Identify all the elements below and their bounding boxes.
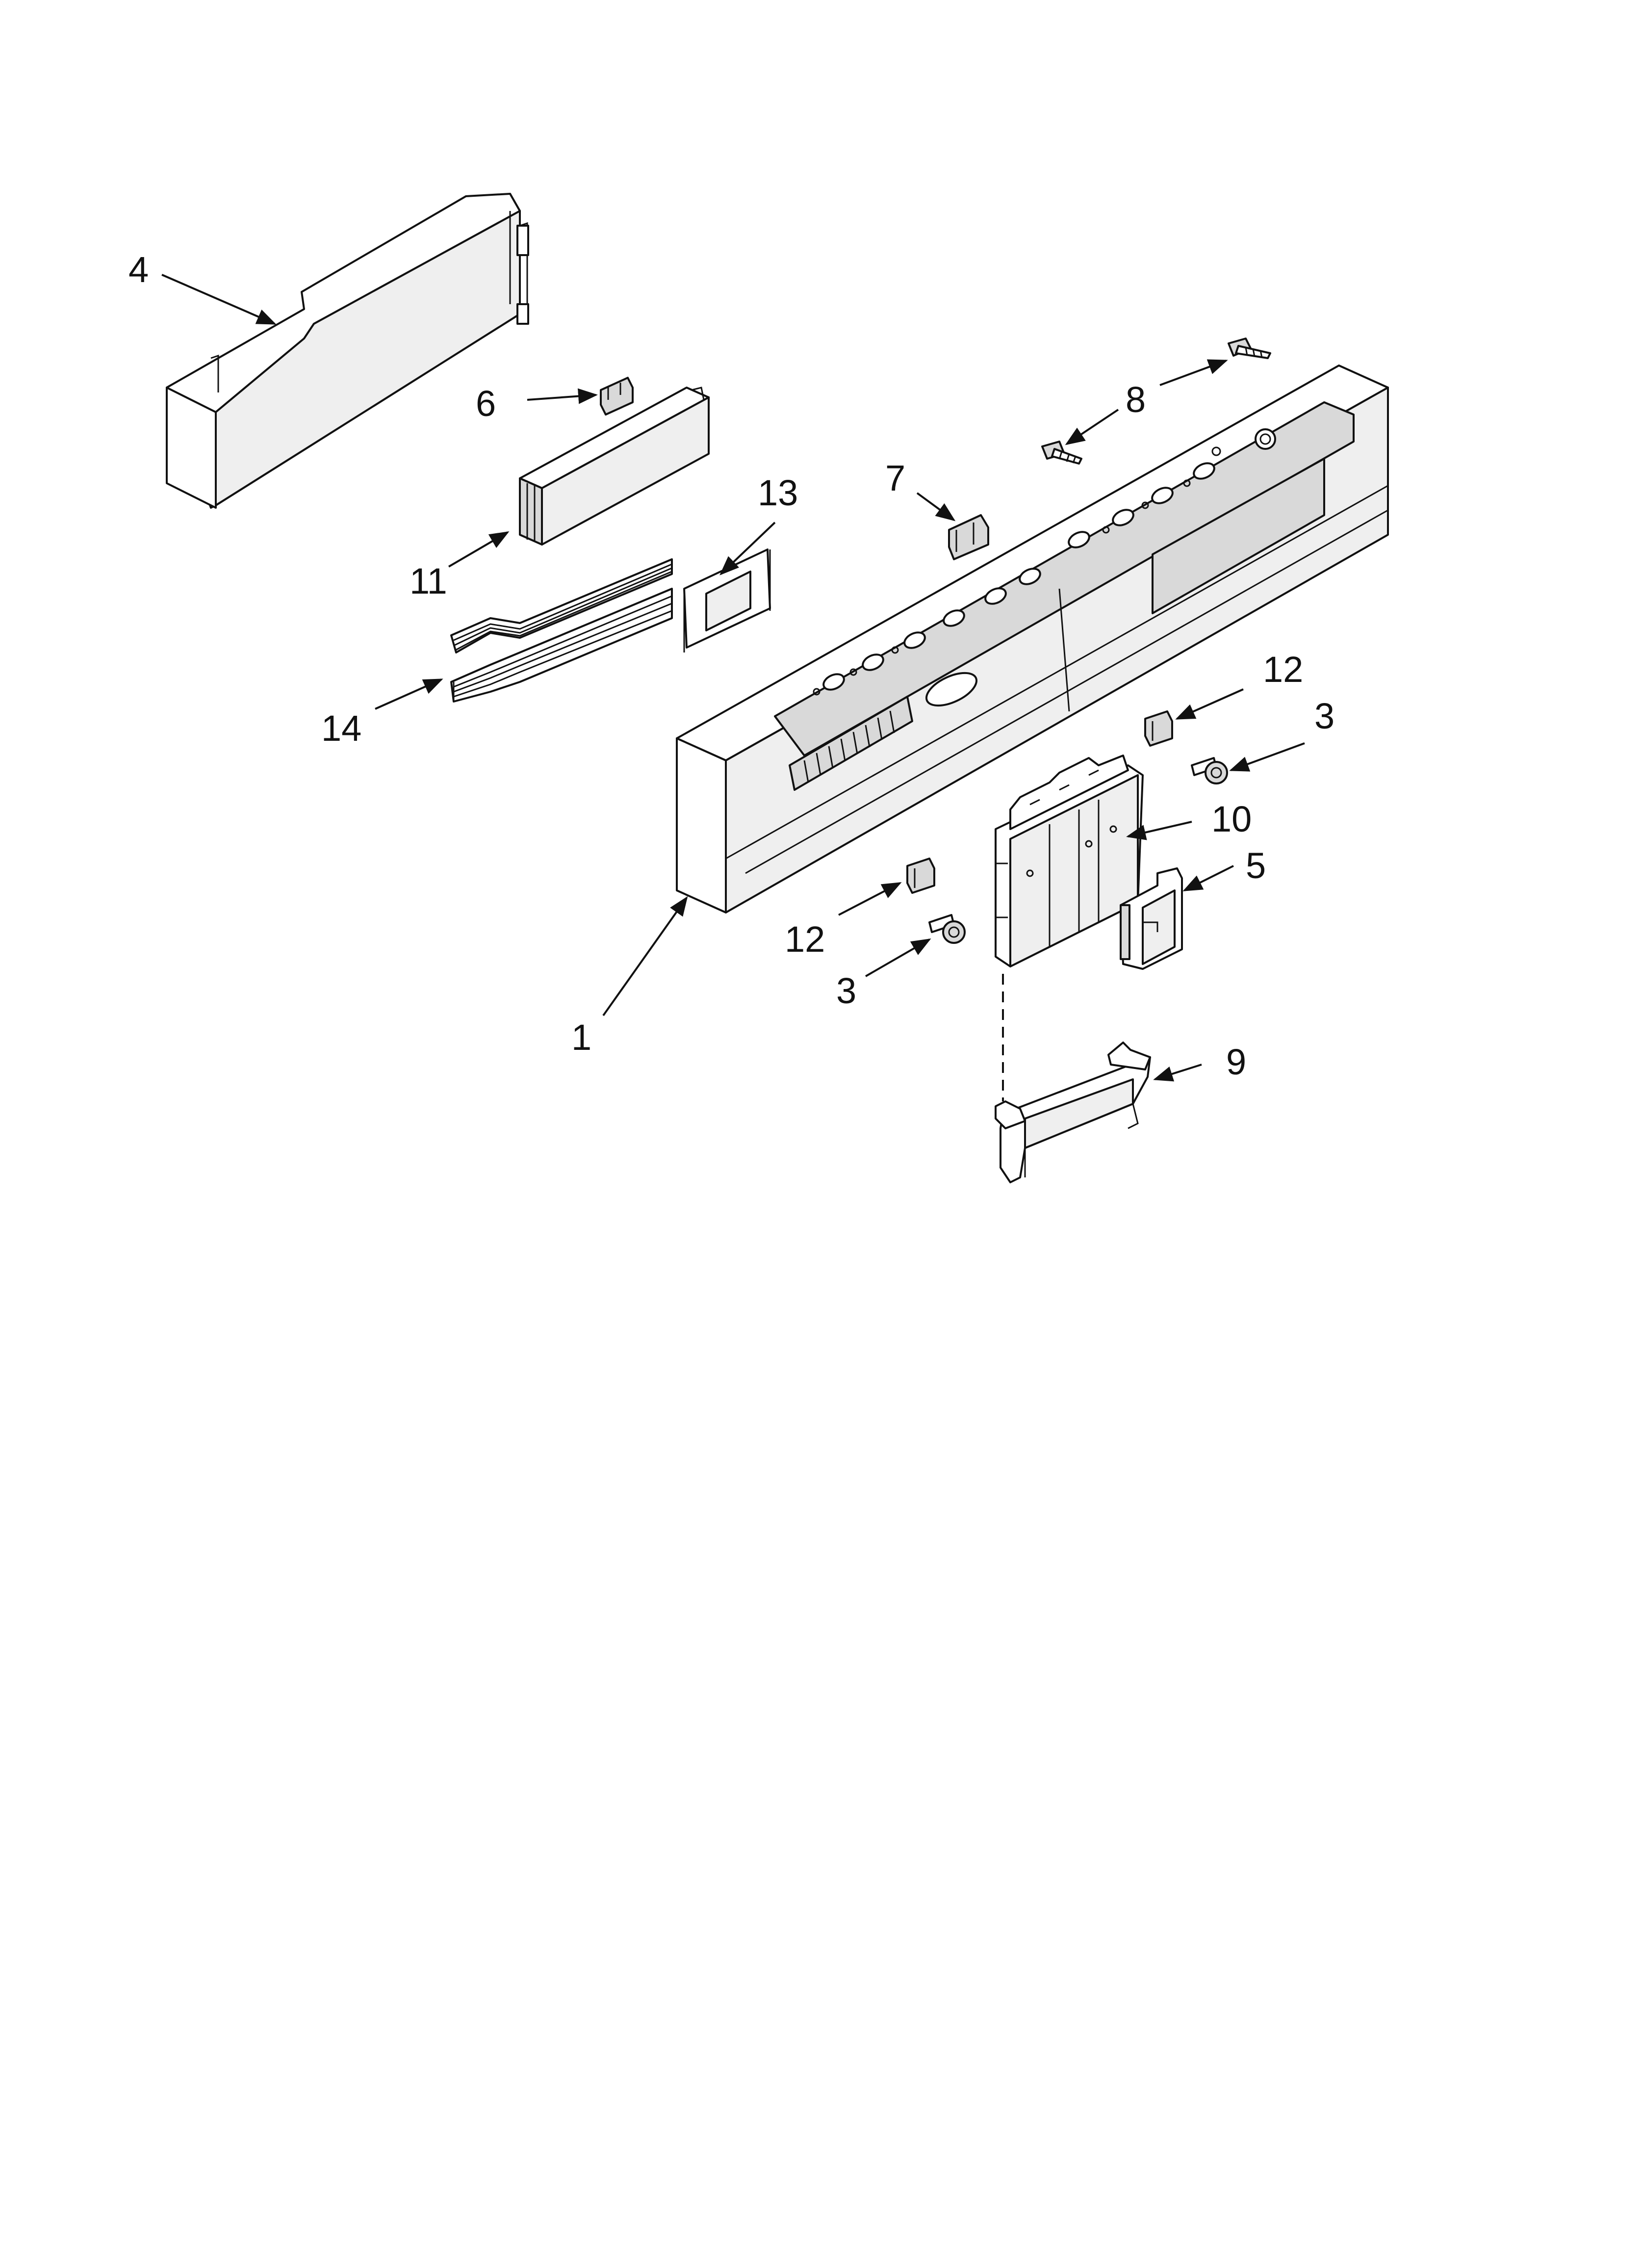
leader-3-upper xyxy=(1229,742,1305,772)
leader-7 xyxy=(916,492,956,521)
part-10-board-bracket xyxy=(995,755,1144,967)
callout-8: 8 xyxy=(1126,379,1146,420)
callout-1: 1 xyxy=(571,1017,591,1058)
callout-5: 5 xyxy=(1246,845,1266,886)
part-6-clip xyxy=(600,377,634,416)
leader-14 xyxy=(375,678,443,710)
leader-12-lower xyxy=(838,882,902,916)
callout-9: 9 xyxy=(1226,1042,1246,1082)
leader-8-top xyxy=(1159,359,1228,386)
leader-11 xyxy=(448,531,510,568)
leader-13 xyxy=(719,521,776,575)
part-3-screw-upper xyxy=(1191,757,1228,784)
leader-lines xyxy=(161,274,1305,1082)
part-9-lower-bracket xyxy=(995,1042,1151,1183)
callout-labels: 4 6 11 13 14 7 8 12 3 10 5 9 12 3 1 xyxy=(128,249,1334,1082)
callout-4: 4 xyxy=(128,249,149,290)
part-12-block-lower xyxy=(906,858,935,894)
part-14-ribbon-cable xyxy=(450,558,673,703)
part-3-screw-lower xyxy=(928,914,966,944)
part-12-block-upper xyxy=(1144,710,1173,747)
callout-3-upper: 3 xyxy=(1314,696,1334,736)
callout-12-upper: 12 xyxy=(1263,649,1303,690)
callout-3-lower: 3 xyxy=(836,970,856,1011)
callout-12-lower: 12 xyxy=(785,919,825,960)
callout-10: 10 xyxy=(1211,799,1252,839)
leader-5 xyxy=(1182,865,1234,891)
part-8-screw-top xyxy=(1228,338,1271,359)
part-8-screw-lower xyxy=(1041,441,1082,465)
leader-3-lower xyxy=(865,938,931,977)
leader-9 xyxy=(1153,1064,1202,1082)
part-1-console-panel xyxy=(676,365,1389,913)
leader-4 xyxy=(161,274,277,325)
callout-6: 6 xyxy=(476,383,496,424)
part-13-bracket xyxy=(683,548,771,652)
part-4-cover xyxy=(166,193,529,509)
part-11-module xyxy=(519,387,710,546)
part-5-clip-bracket xyxy=(1120,867,1183,970)
leader-6 xyxy=(527,388,598,404)
leader-1 xyxy=(602,896,688,1017)
callout-13: 13 xyxy=(758,472,798,513)
callout-14: 14 xyxy=(321,708,361,749)
leader-8-lower xyxy=(1065,409,1119,445)
part-7-clip xyxy=(948,514,989,560)
callout-7: 7 xyxy=(885,458,905,498)
leader-12-upper xyxy=(1175,688,1244,720)
callout-11: 11 xyxy=(410,561,447,601)
leader-10 xyxy=(1126,821,1192,840)
